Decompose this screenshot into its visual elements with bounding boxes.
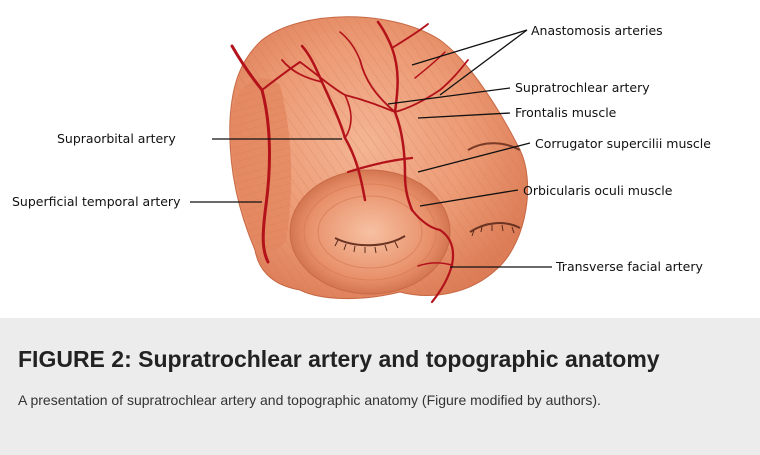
- anatomy-illustration: [190, 16, 552, 304]
- label-corrugator-supercilii-muscle: Corrugator supercilii muscle: [535, 136, 711, 151]
- label-anastomosis-arteries: Anastomosis arteries: [531, 23, 663, 38]
- label-superficial-temporal-artery: Superficial temporal artery: [12, 194, 181, 209]
- leader-lines: [190, 29, 552, 268]
- figure-caption-text: A presentation of supratrochlear artery …: [18, 392, 601, 408]
- label-supratrochlear-artery: Supratrochlear artery: [515, 80, 650, 95]
- label-transverse-facial-artery: Transverse facial artery: [556, 259, 703, 274]
- orbicularis-oculi: [289, 169, 451, 295]
- anatomy-figure: Anastomosis arteries Supratrochlear arte…: [12, 16, 711, 304]
- figure-caption-title: FIGURE 2: Supratrochlear artery and topo…: [18, 346, 660, 372]
- label-orbicularis-oculi-muscle: Orbicularis oculi muscle: [523, 183, 673, 198]
- arteries: [230, 20, 469, 304]
- contralateral-eye: [467, 142, 521, 237]
- label-supraorbital-artery: Supraorbital artery: [57, 131, 176, 146]
- caption-box: FIGURE 2: Supratrochlear artery and topo…: [0, 318, 760, 455]
- label-frontalis-muscle: Frontalis muscle: [515, 105, 617, 120]
